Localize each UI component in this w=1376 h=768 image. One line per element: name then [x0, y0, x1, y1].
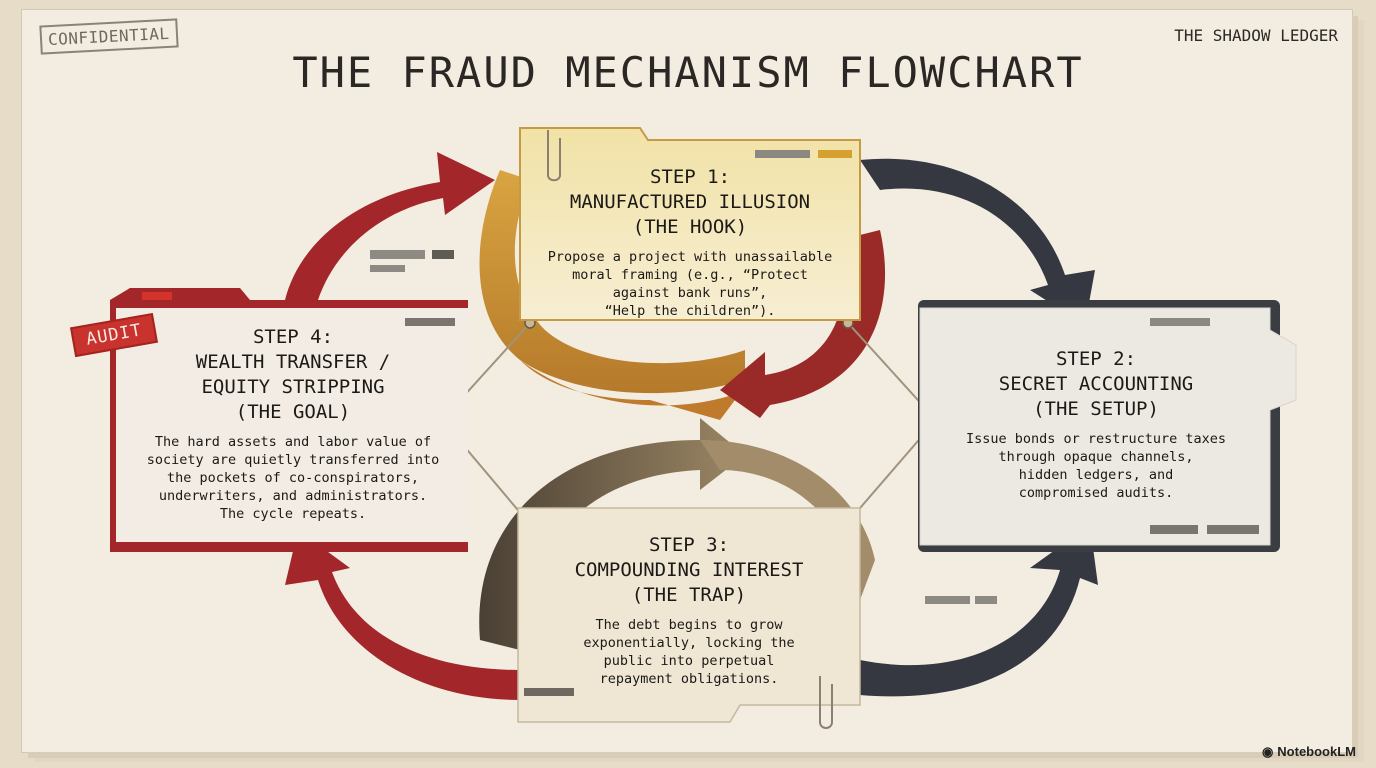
step4-heading: STEP 4: WEALTH TRANSFER / EQUITY STRIPPI…	[195, 326, 391, 423]
step3-description: The debt begins to grow exponentially, l…	[583, 617, 795, 687]
step1-folder	[519, 127, 861, 321]
page-title: THE FRAUD MECHANISM FLOWCHART	[292, 48, 1084, 97]
footer-brand-label: NotebookLM	[1277, 744, 1356, 759]
step2-card: STEP 2: SECRET ACCOUNTING (THE SETUP) Is…	[925, 347, 1267, 502]
step2-description: Issue bonds or restructure taxes through…	[965, 431, 1227, 501]
step1-swoop	[479, 170, 745, 420]
step3-card: STEP 3: COMPOUNDING INTEREST (THE TRAP) …	[522, 533, 856, 688]
step1-card: STEP 1: MANUFACTURED ILLUSION (THE HOOK)…	[525, 165, 855, 320]
step1-heading: STEP 1: MANUFACTURED ILLUSION (THE HOOK)	[569, 166, 811, 238]
step2-folder	[918, 300, 1297, 552]
arrow-4-to-1	[285, 152, 495, 300]
arrow-1-to-4-curl	[720, 230, 886, 418]
step1-description: Propose a project with unassailable mora…	[547, 249, 833, 319]
step4-description: The hard assets and labor value of socie…	[146, 434, 440, 522]
redaction-marks	[370, 250, 997, 604]
step3-folder	[517, 507, 861, 729]
step4-card: STEP 4: WEALTH TRANSFER / EQUITY STRIPPI…	[120, 325, 466, 523]
notebooklm-watermark: ◉NotebookLM	[1262, 744, 1356, 760]
brand-label: THE SHADOW LEDGER	[1174, 26, 1338, 45]
notebooklm-logo-icon: ◉	[1261, 744, 1274, 759]
step2-heading: STEP 2: SECRET ACCOUNTING (THE SETUP)	[998, 348, 1194, 420]
arrow-2-to-3	[860, 525, 1098, 697]
step4-folder	[110, 288, 468, 552]
step3-heading: STEP 3: COMPOUNDING INTEREST (THE TRAP)	[574, 534, 804, 606]
